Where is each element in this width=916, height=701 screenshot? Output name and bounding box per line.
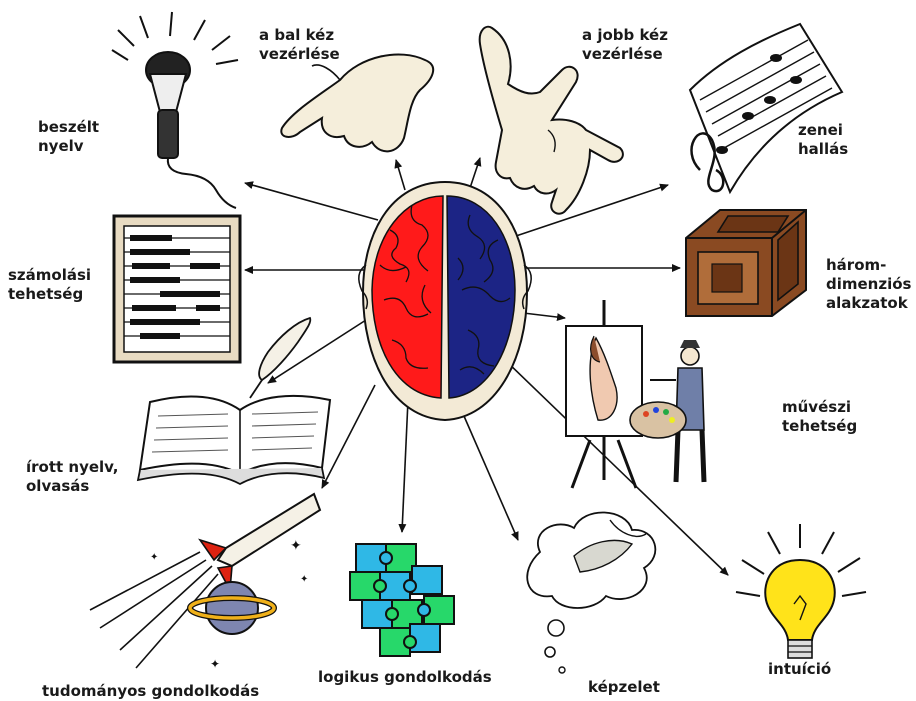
light-bulb-icon <box>735 524 867 659</box>
arrow-music <box>509 183 669 239</box>
rocket-icon <box>89 492 322 669</box>
left-hand-icon <box>280 53 435 153</box>
music-notes-icon <box>688 22 844 195</box>
arrow-spoken <box>244 181 379 221</box>
microphone-icon <box>111 11 239 209</box>
svg-text:✦: ✦ <box>290 538 302 554</box>
ear-left <box>358 264 369 310</box>
label-spoken-language: beszélt nyelv <box>38 118 100 155</box>
arrow-science <box>321 384 376 489</box>
arrows <box>244 157 729 576</box>
label-left-hand: a bal kéz vezérlése <box>259 26 340 63</box>
label-three-dimensional: három- dimenziós alakzatok <box>826 256 912 312</box>
painter-easel-icon <box>565 300 707 489</box>
label-right-hand: a jobb kéz vezérlése <box>582 26 668 63</box>
right-hand-icon <box>478 25 624 215</box>
abacus-icon <box>112 214 242 364</box>
ear-right <box>521 264 532 310</box>
svg-text:✦: ✦ <box>210 657 220 671</box>
arrow-intuition <box>504 359 729 576</box>
label-music: zenei hallás <box>798 121 849 158</box>
label-scientific-thinking: tudományos gondolkodás <box>42 682 260 700</box>
open-book-icon <box>136 394 332 486</box>
right-hemisphere <box>446 195 516 399</box>
quill-icon <box>249 316 312 399</box>
left-hemisphere <box>371 195 444 399</box>
label-artistic: művészi tehetség <box>782 398 858 435</box>
arrow-right-hand <box>469 157 482 189</box>
arrow-imagination <box>456 399 519 541</box>
label-imagination: képzelet <box>588 678 660 696</box>
label-written-language: írott nyelv, olvasás <box>26 458 119 495</box>
cube-icon <box>685 209 807 317</box>
label-logical-thinking: logikus gondolkodás <box>318 668 492 686</box>
arrow-left-hand <box>394 159 406 191</box>
thought-cloud-icon <box>526 511 657 674</box>
arrow-logic <box>398 399 409 533</box>
puzzle-icon <box>349 543 455 657</box>
svg-text:✦: ✦ <box>150 552 158 563</box>
planet-icon: ✦ ✦ ✦ ✦ <box>150 538 308 671</box>
brain <box>358 180 532 422</box>
arrow-written <box>267 319 367 384</box>
label-counting: számolási tehetség <box>8 266 92 303</box>
svg-text:✦: ✦ <box>300 574 308 585</box>
label-intuition: intuíció <box>768 660 832 678</box>
